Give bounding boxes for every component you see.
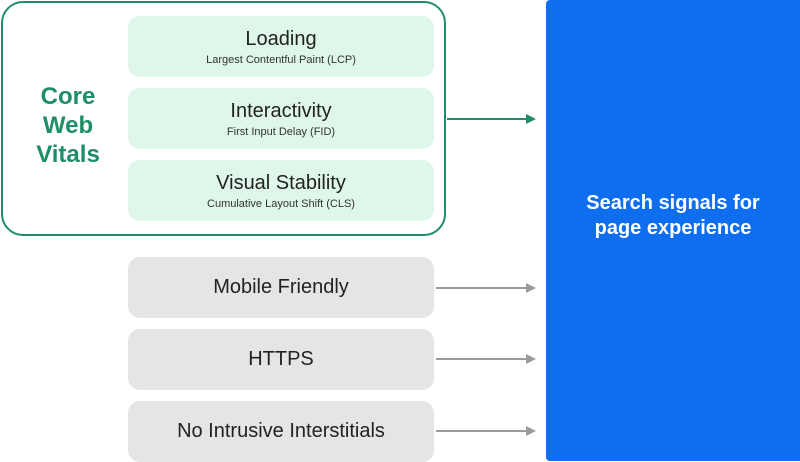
- page-experience-label: Search signals for page experience: [586, 191, 760, 239]
- arrow-cwv: [447, 114, 536, 124]
- metric-detail: Largest Contentful Paint (LCP): [206, 54, 356, 66]
- signal-https: HTTPS: [128, 329, 434, 390]
- metric-detail: First Input Delay (FID): [226, 126, 336, 138]
- metric-detail: Cumulative Layout Shift (CLS): [207, 198, 355, 210]
- metric-visual-stability: Visual Stability Cumulative Layout Shift…: [128, 160, 434, 221]
- arrow-https: [436, 354, 536, 364]
- page-experience-box: Search signals for page experience: [546, 0, 800, 461]
- metric-name: Loading: [245, 28, 317, 50]
- arrow-no-intrusive-interstitials: [436, 426, 536, 436]
- core-web-vitals-title: Core Web Vitals: [36, 83, 100, 168]
- signal-mobile-friendly: Mobile Friendly: [128, 257, 434, 318]
- arrow-mobile-friendly: [436, 283, 536, 293]
- metric-interactivity: Interactivity First Input Delay (FID): [128, 88, 434, 149]
- metric-name: Interactivity: [230, 100, 332, 122]
- metric-loading: Loading Largest Contentful Paint (LCP): [128, 16, 434, 77]
- metric-name: Visual Stability: [216, 172, 346, 194]
- signal-no-intrusive-interstitials: No Intrusive Interstitials: [128, 401, 434, 462]
